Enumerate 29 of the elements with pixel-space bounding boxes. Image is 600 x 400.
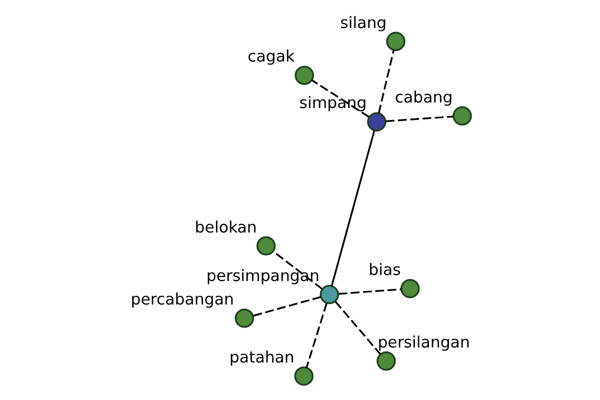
connector <box>253 296 322 317</box>
node-label: persimpangan <box>206 266 320 285</box>
node-circle <box>452 106 472 126</box>
node-circle <box>294 366 314 386</box>
node-label: simpang <box>299 93 367 112</box>
node-circle <box>386 32 406 52</box>
node-circle <box>400 278 420 298</box>
node-label: silang <box>340 12 387 32</box>
node-label: belokan <box>194 217 257 236</box>
node-label: percabangan <box>130 290 234 309</box>
node-circle <box>256 236 276 256</box>
connector <box>334 301 382 355</box>
connector <box>386 116 454 122</box>
connector <box>378 50 395 114</box>
node-label: bias <box>368 260 401 279</box>
node-label: cagak <box>248 46 295 66</box>
node-circle <box>294 66 314 85</box>
node-circle <box>376 351 396 371</box>
node-label: patahan <box>229 347 294 366</box>
node-circle <box>234 308 254 328</box>
node-label: persilangan <box>378 332 470 352</box>
connector <box>272 250 323 290</box>
node-label: cabang <box>394 87 453 106</box>
connector <box>338 288 401 295</box>
connector <box>306 303 328 368</box>
connector <box>311 79 370 118</box>
node-circle <box>320 284 339 304</box>
node-circle <box>367 112 386 132</box>
connector <box>330 130 376 286</box>
